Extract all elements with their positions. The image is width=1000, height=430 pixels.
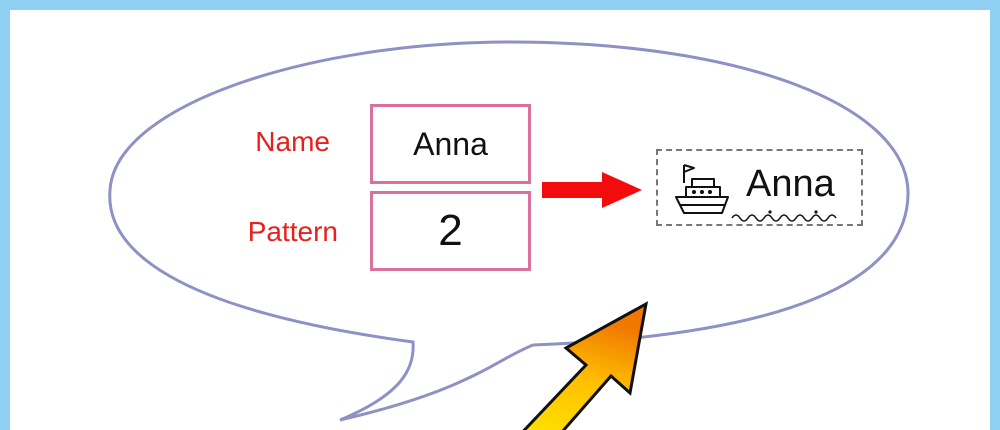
pattern-label: Pattern: [247, 216, 338, 247]
name-label: Name: [255, 126, 330, 157]
name-tag-preview: Anna: [656, 149, 863, 226]
ship-icon: [675, 164, 729, 214]
red-arrow: [542, 172, 642, 208]
wave-decoration: [731, 210, 837, 222]
pattern-field[interactable]: 2: [370, 191, 531, 271]
diagram-canvas: Name Anna Pattern 2 Anna: [10, 10, 990, 430]
yellow-arrow: [522, 301, 649, 430]
preview-name-text: Anna: [746, 163, 835, 205]
name-field[interactable]: Anna: [370, 104, 531, 184]
